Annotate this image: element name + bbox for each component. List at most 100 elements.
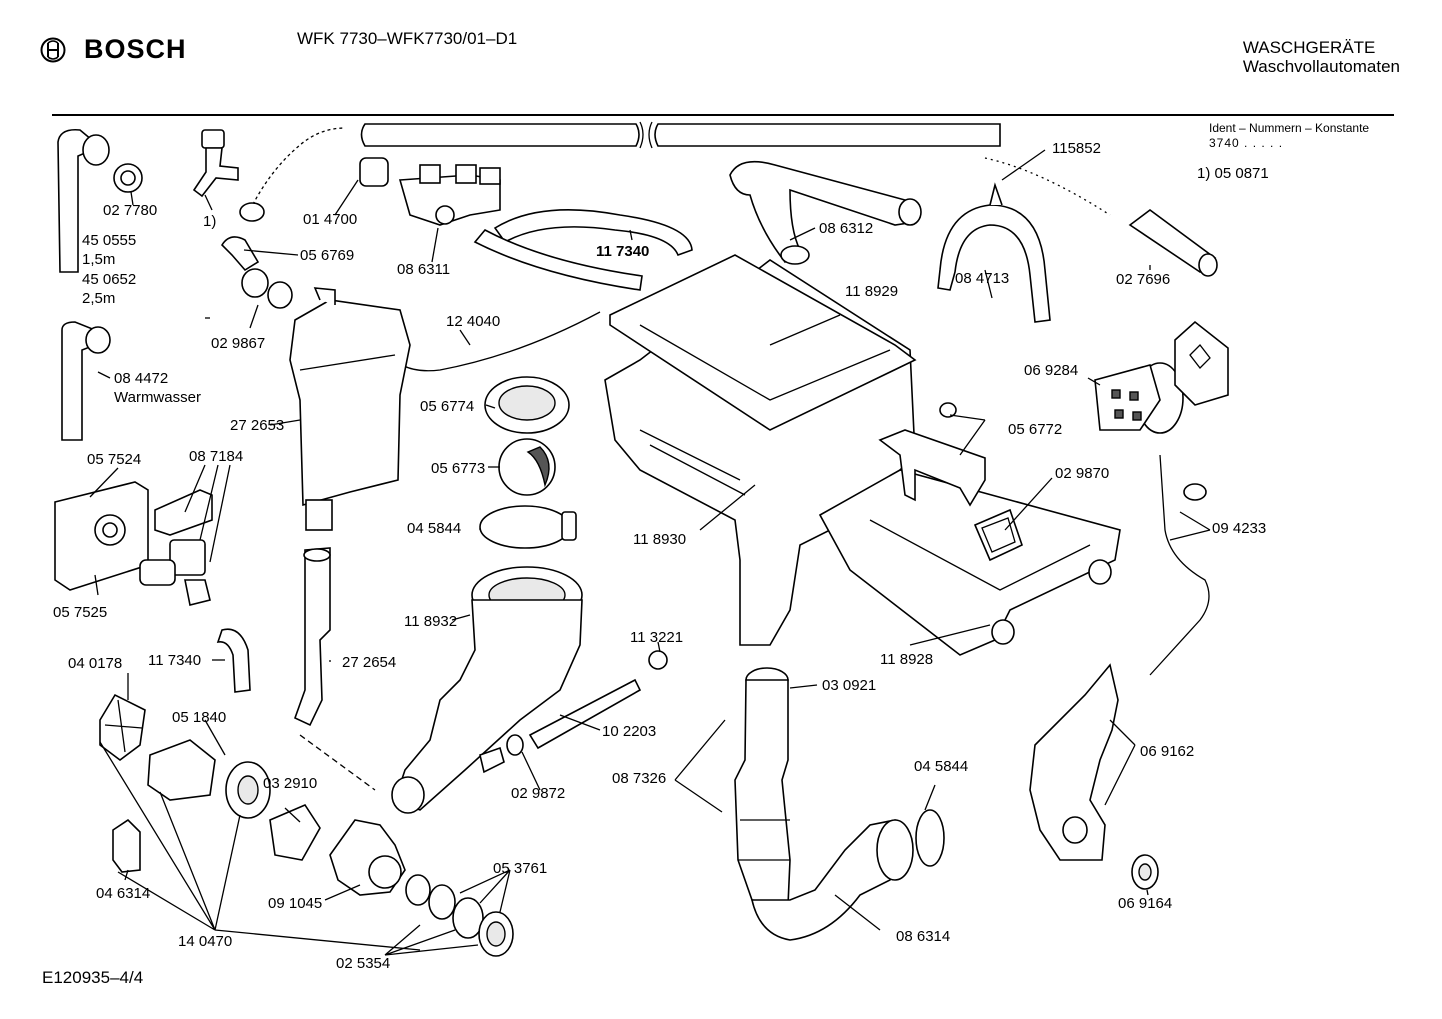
label-03-2910: 03 2910	[263, 775, 317, 792]
hose-11-7340-top-shape	[473, 208, 693, 291]
header-rule	[52, 114, 1394, 116]
label-03-0921: 03 0921	[822, 677, 876, 694]
bracket-small-right-shape	[1174, 320, 1229, 406]
label-08-6314: 08 6314	[896, 928, 950, 945]
seal-02-9870-shape	[973, 508, 1023, 562]
seal-rings-05-3761-shape	[405, 874, 514, 957]
clamp-04-5844-shape	[479, 505, 577, 549]
corrugated-hose-shape	[239, 127, 346, 222]
hose-08-4472-shape	[61, 321, 111, 441]
label-05-6769: 05 6769	[300, 247, 354, 264]
label-05-6773: 05 6773	[431, 460, 485, 477]
product-category: WASCHGERÄTE Waschvollautomaten	[1243, 38, 1400, 76]
label-27-2653: 27 2653	[230, 417, 284, 434]
label-warmwasser: Warmwasser	[114, 389, 201, 406]
pump-09-1045-shape	[329, 819, 406, 896]
bosch-logo-icon	[40, 37, 66, 62]
fan-04-0178-shape	[99, 693, 146, 761]
label-01-4700: 01 4700	[303, 211, 357, 228]
heater-10-2203-shape	[479, 650, 668, 774]
hose-27-2654-shape	[294, 547, 376, 791]
pump-motor-shape	[147, 739, 216, 801]
hose-right-top-shape	[1128, 209, 1218, 277]
label-06-9162: 06 9162	[1140, 743, 1194, 760]
label-02-7696: 02 7696	[1116, 271, 1170, 288]
hose-45-0555-shape	[57, 128, 143, 273]
label-11-8928: 11 8928	[880, 651, 933, 668]
label-12-4040: 12 4040	[446, 313, 500, 330]
label-08-6311: 08 6311	[397, 261, 450, 278]
label-11-8930: 11 8930	[633, 531, 686, 548]
category-line-2: Waschvollautomaten	[1242, 57, 1400, 76]
category-line-1: WASCHGERÄTE	[1242, 38, 1376, 57]
leader-lines	[89, 149, 1211, 956]
inlet-hose-long-shape	[360, 121, 1001, 149]
hose-bend-08-6312-shape	[729, 160, 922, 265]
seal-05-6774-shape	[484, 376, 570, 434]
label-08-4713: 08 4713	[955, 270, 1009, 287]
label-05-6774: 05 6774	[420, 398, 474, 415]
drain-hose-08-7326-shape	[734, 667, 791, 906]
label-02-9870: 02 9870	[1055, 465, 1109, 482]
label-02-9872: 02 9872	[511, 785, 565, 802]
drawing-code: E120935–4/4	[42, 968, 144, 987]
label-11-3221: 11 3221	[630, 629, 683, 646]
label-04-6314: 04 6314	[96, 885, 150, 902]
label-note-1: 1)	[203, 213, 216, 230]
hose-08-6314-shape	[750, 809, 945, 941]
label-27-2654: 27 2654	[342, 654, 396, 671]
impeller-03-2910-shape	[269, 803, 321, 861]
hose-11-7340-left-shape	[216, 628, 251, 693]
label-04-0178: 04 0178	[68, 655, 122, 672]
bracket-06-9162-shape	[1029, 663, 1119, 861]
grommet-06-9164-shape	[1131, 854, 1159, 890]
label-05-7525: 05 7525	[53, 604, 107, 621]
y-connector-shape	[192, 129, 239, 198]
ball-05-6773-shape	[498, 438, 556, 496]
label-10-2203: 10 2203	[602, 723, 656, 740]
pressure-switch-06-9284-shape	[1094, 362, 1184, 434]
valve-08-6311-shape	[359, 157, 501, 226]
label-05-1840: 05 1840	[172, 709, 226, 726]
label-08-4472: 08 4472	[114, 370, 168, 387]
label-115852: 115852	[1052, 140, 1101, 157]
label-11-8929: 11 8929	[845, 283, 898, 300]
elbow-05-6769-shape	[220, 236, 293, 309]
label-08-6312: 08 6312	[819, 220, 873, 237]
label-04-5844-right: 04 5844	[914, 758, 968, 775]
label-05-7524: 05 7524	[87, 451, 141, 468]
bracket-08-4713-shape	[937, 182, 1051, 323]
label-09-1045: 09 1045	[268, 895, 322, 912]
label-02-5354: 02 5354	[336, 955, 390, 972]
label-11-7340-top: 11 7340	[596, 243, 649, 260]
label-length-1-5m: 1,5m	[82, 251, 115, 268]
model-number: WFK 7730–WFK7730/01–D1	[297, 29, 518, 48]
ident-title: Ident – Nummern – Konstante	[1209, 121, 1370, 135]
drawer-lid-11-8929-shape	[609, 254, 917, 431]
sump-11-8932-shape	[391, 566, 583, 814]
label-08-7326: 08 7326	[612, 770, 666, 787]
label-06-9164: 06 9164	[1118, 895, 1172, 912]
label-02-9867: 02 9867	[211, 335, 265, 352]
label-02-7780: 02 7780	[103, 202, 157, 219]
bracket-05-6772-shape	[878, 402, 986, 507]
ident-block: Ident – Nummern – Konstante 3740 . . . .…	[1209, 121, 1369, 151]
label-08-7184: 08 7184	[189, 448, 243, 465]
label-45-0555: 45 0555	[82, 232, 136, 249]
valve-08-7184-shape	[139, 489, 213, 606]
pulley-05-1840-shape	[225, 761, 271, 819]
label-11-7340-left: 11 7340	[148, 652, 201, 669]
brand-name: BOSCH	[84, 34, 187, 64]
reservoir-27-2653-shape	[289, 287, 411, 531]
panel-05-7524-shape	[54, 481, 149, 591]
clip-04-6314-shape	[112, 818, 141, 873]
ident-note: 1) 05 0871	[1197, 165, 1269, 182]
label-45-0652: 45 0652	[82, 271, 136, 288]
ident-constant: 3740 . . . . .	[1209, 136, 1284, 150]
spring-coil-shape	[984, 157, 1111, 216]
label-04-5844-top: 04 5844	[407, 520, 461, 537]
label-14-0470: 14 0470	[178, 933, 232, 950]
label-11-8932: 11 8932	[404, 613, 457, 630]
